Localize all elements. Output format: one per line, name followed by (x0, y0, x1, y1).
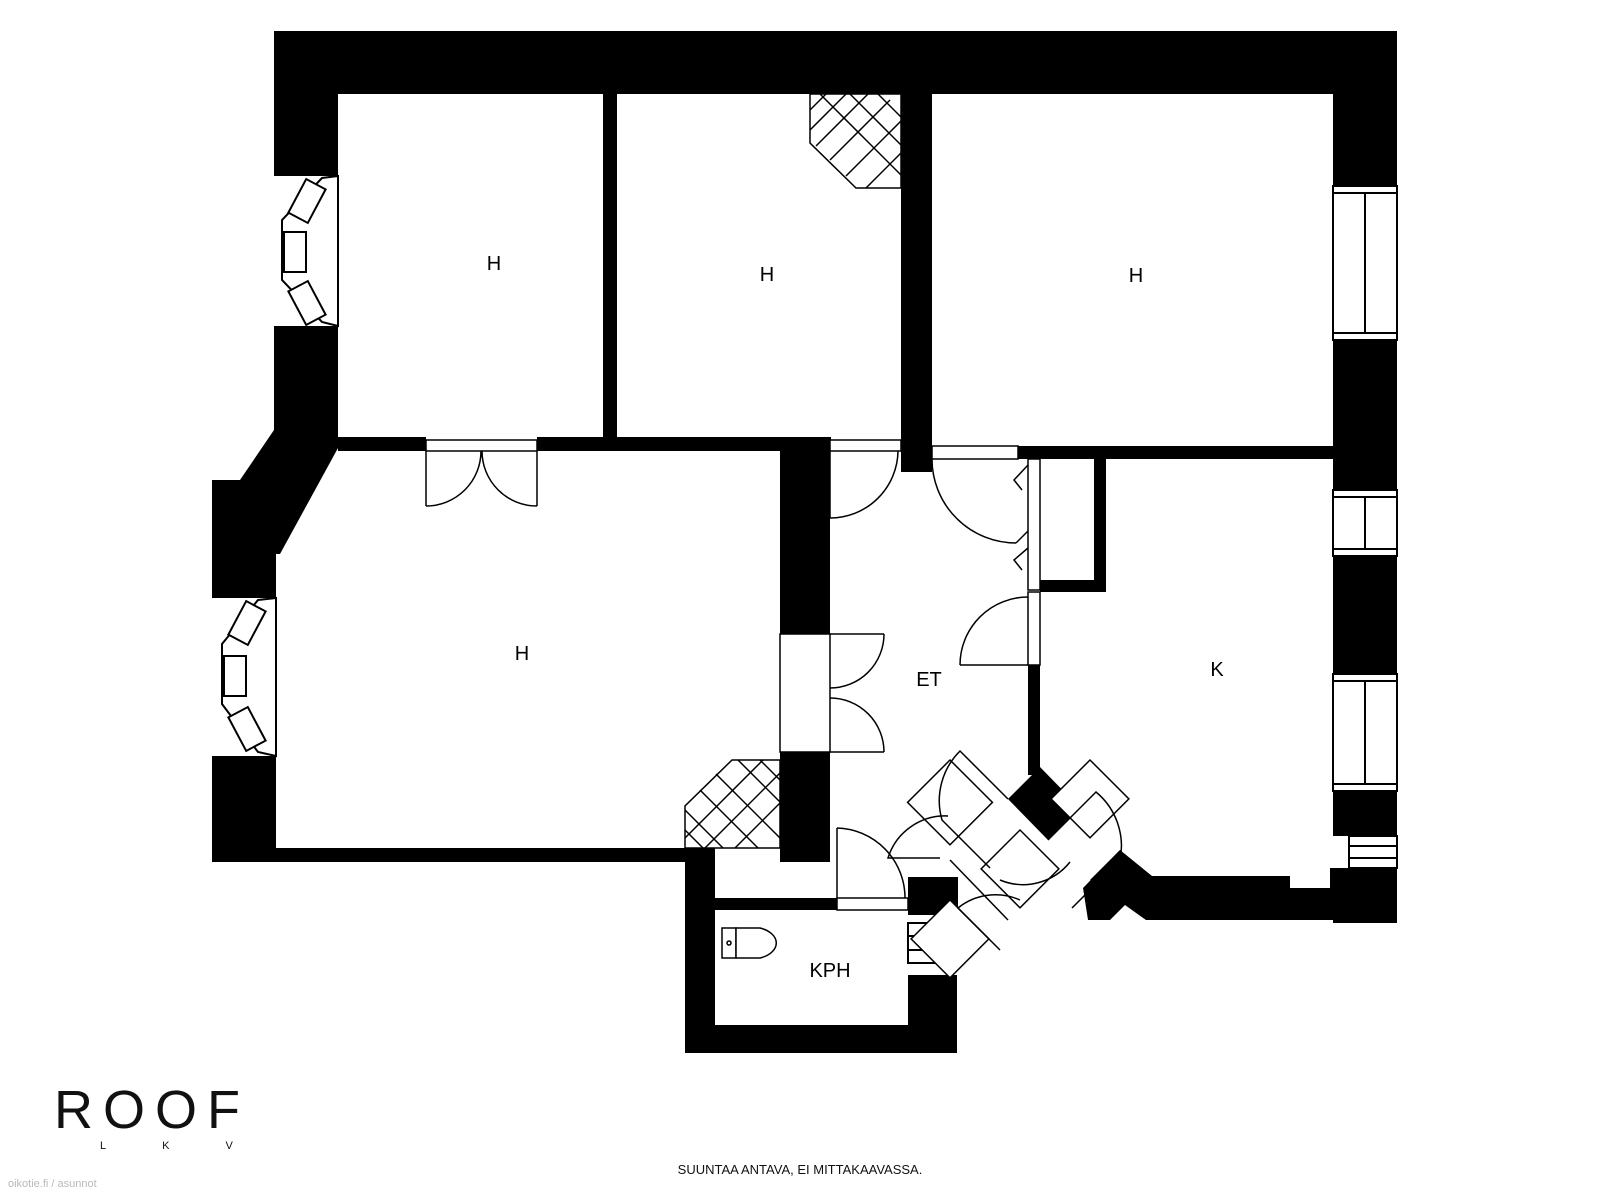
fireplace-living (684, 759, 781, 849)
doors (425, 439, 1130, 979)
toilet-icon (721, 927, 777, 959)
kitchen-double-door (886, 749, 1130, 979)
watermark-text: oikotie.fi / asunnot (8, 1178, 97, 1190)
room-label-bathroom: KPH (809, 960, 850, 982)
room-labels: H H H H ET K KPH (487, 253, 1225, 982)
fireplaces (684, 93, 902, 849)
disclaimer-text: SUUNTAA ANTAVA, EI MITTAKAAVASSA. (677, 1162, 923, 1177)
room-label-hall: ET (916, 669, 942, 691)
interior-walls (338, 94, 1333, 920)
logo-lkv: LKV (100, 1140, 289, 1152)
room-label-living-room: H (515, 643, 529, 665)
fireplace-bedroom-2 (809, 93, 902, 189)
window-kitchen-3 (1348, 835, 1398, 869)
room-label-bedroom-3: H (1129, 265, 1143, 287)
room-label-bedroom-1: H (487, 253, 501, 275)
room-label-bedroom-2: H (760, 264, 774, 286)
room-label-kitchen: K (1210, 659, 1224, 681)
logo-roof: ROOF (54, 1080, 250, 1140)
exterior-walls (212, 31, 1397, 1053)
